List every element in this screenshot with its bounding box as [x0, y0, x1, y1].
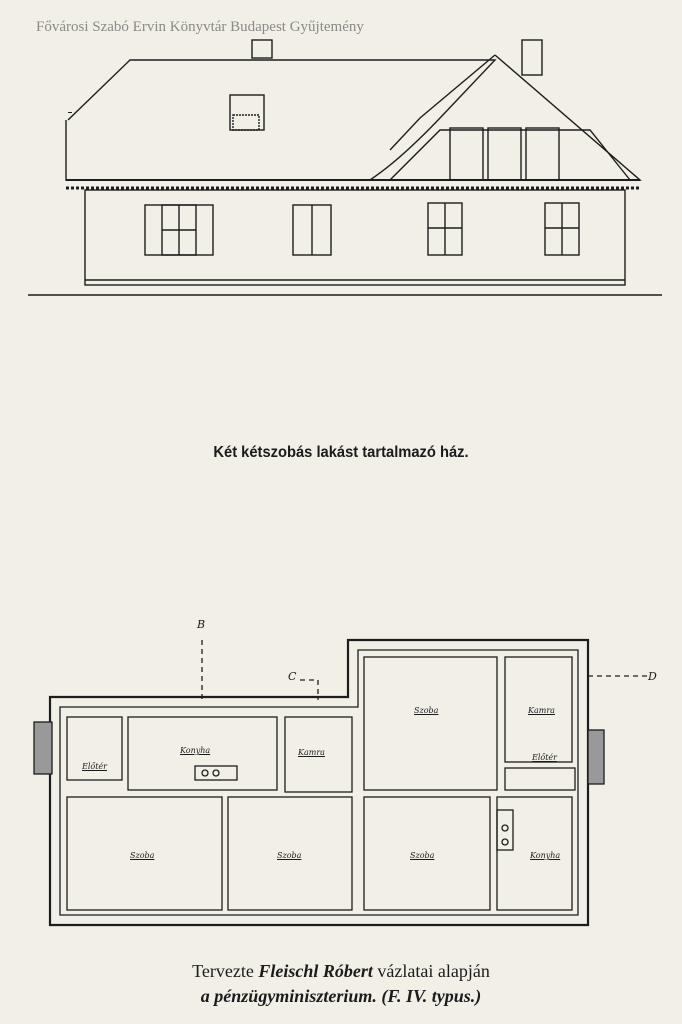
caption-line-2: a pénzügyminiszterium. (F. IV. typus.) [200, 986, 482, 1006]
room-label-kamra-left: Kamra [298, 748, 325, 757]
house-elevation-drawing [28, 39, 662, 296]
room-label-kamra-right: Kamra [528, 706, 555, 715]
architect-name: Fleischl Róbert [258, 961, 373, 981]
room-label-szoba-1: Szoba [130, 851, 155, 860]
floor-plan-drawing [33, 638, 648, 927]
room-label-szoba-3: Szoba [410, 851, 435, 860]
room-label-konyha-right: Konyha [530, 851, 561, 860]
room-label-szoba-2: Szoba [277, 851, 302, 860]
room-label-szoba-top: Szoba [414, 706, 439, 715]
section-mark-c: C [288, 670, 297, 683]
room-label-eloter-left: Előtér [82, 762, 107, 771]
drawing-title: Két kétszobás lakást tartalmazó ház. [213, 444, 469, 461]
section-mark-b: B [197, 618, 206, 631]
section-mark-d: D [648, 670, 657, 683]
caption-line-1: Tervezte Fleischl Róbert vázlatai alapjá… [0, 961, 682, 982]
caption-suffix: vázlatai alapján [372, 961, 490, 981]
room-label-konyha-left: Konyha [180, 746, 211, 755]
caption-prefix: Tervezte [192, 961, 259, 981]
watermark: Fővárosi Szabó Ervin Könyvtár Budapest G… [36, 19, 364, 35]
room-label-eloter-right: Előtér [532, 753, 557, 762]
